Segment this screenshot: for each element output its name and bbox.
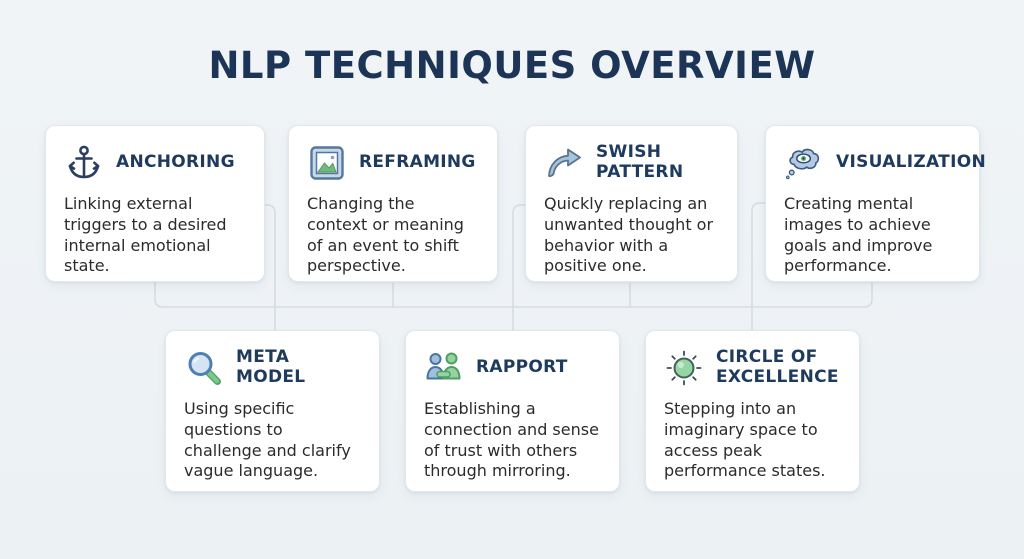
card-description: Linking external triggers to a desired i…	[64, 194, 227, 276]
card-description: Changing the context or meaning of an ev…	[307, 194, 464, 276]
card-title: SWISH PATTERN	[596, 142, 684, 182]
card-meta-model: META MODEL Using specific questions to c…	[165, 330, 380, 492]
card-header: VISUALIZATION	[784, 143, 986, 183]
card-anchoring: ANCHORING Linking external triggers to a…	[45, 125, 265, 282]
card-header: SWISH PATTERN	[544, 143, 719, 183]
card-rapport: RAPPORT Establishing a connection and se…	[405, 330, 620, 492]
card-title: META MODEL	[236, 347, 306, 387]
card-title: REFRAMING	[359, 152, 476, 173]
card-title: CIRCLE OF EXCELLENCE	[716, 347, 839, 387]
card-header: REFRAMING	[307, 143, 479, 183]
card-title: VISUALIZATION	[836, 152, 986, 173]
card-description: Stepping into an imaginary space to acce…	[664, 399, 826, 481]
card-header: META MODEL	[184, 348, 361, 388]
magnifier-icon	[184, 348, 224, 388]
card-visualization: VISUALIZATION Creating mental images to …	[765, 125, 986, 282]
card-title: RAPPORT	[476, 357, 568, 378]
picture-frame-icon	[307, 143, 347, 183]
card-reframing: REFRAMING Changing the context or meanin…	[288, 125, 498, 282]
two-people-icon	[424, 348, 464, 388]
card-description: Quickly replacing an unwanted thought or…	[544, 194, 714, 276]
card-swish-pattern: SWISH PATTERN Quickly replacing an unwan…	[525, 125, 738, 282]
anchor-icon	[64, 143, 104, 183]
card-title: ANCHORING	[116, 152, 235, 173]
page-title: NLP TECHNIQUES OVERVIEW	[208, 44, 816, 87]
card-circle-of-excellence: CIRCLE OF EXCELLENCE Stepping into an im…	[645, 330, 860, 492]
card-header: ANCHORING	[64, 143, 246, 183]
card-header: CIRCLE OF EXCELLENCE	[664, 348, 841, 388]
curved-arrow-icon	[544, 143, 584, 183]
sun-circle-icon	[664, 348, 704, 388]
card-description: Creating mental images to achieve goals …	[784, 194, 933, 276]
card-description: Using specific questions to challenge an…	[184, 399, 351, 481]
card-header: RAPPORT	[424, 348, 601, 388]
thought-bubble-eye-icon	[784, 143, 824, 183]
card-description: Establishing a connection and sense of t…	[424, 399, 599, 481]
